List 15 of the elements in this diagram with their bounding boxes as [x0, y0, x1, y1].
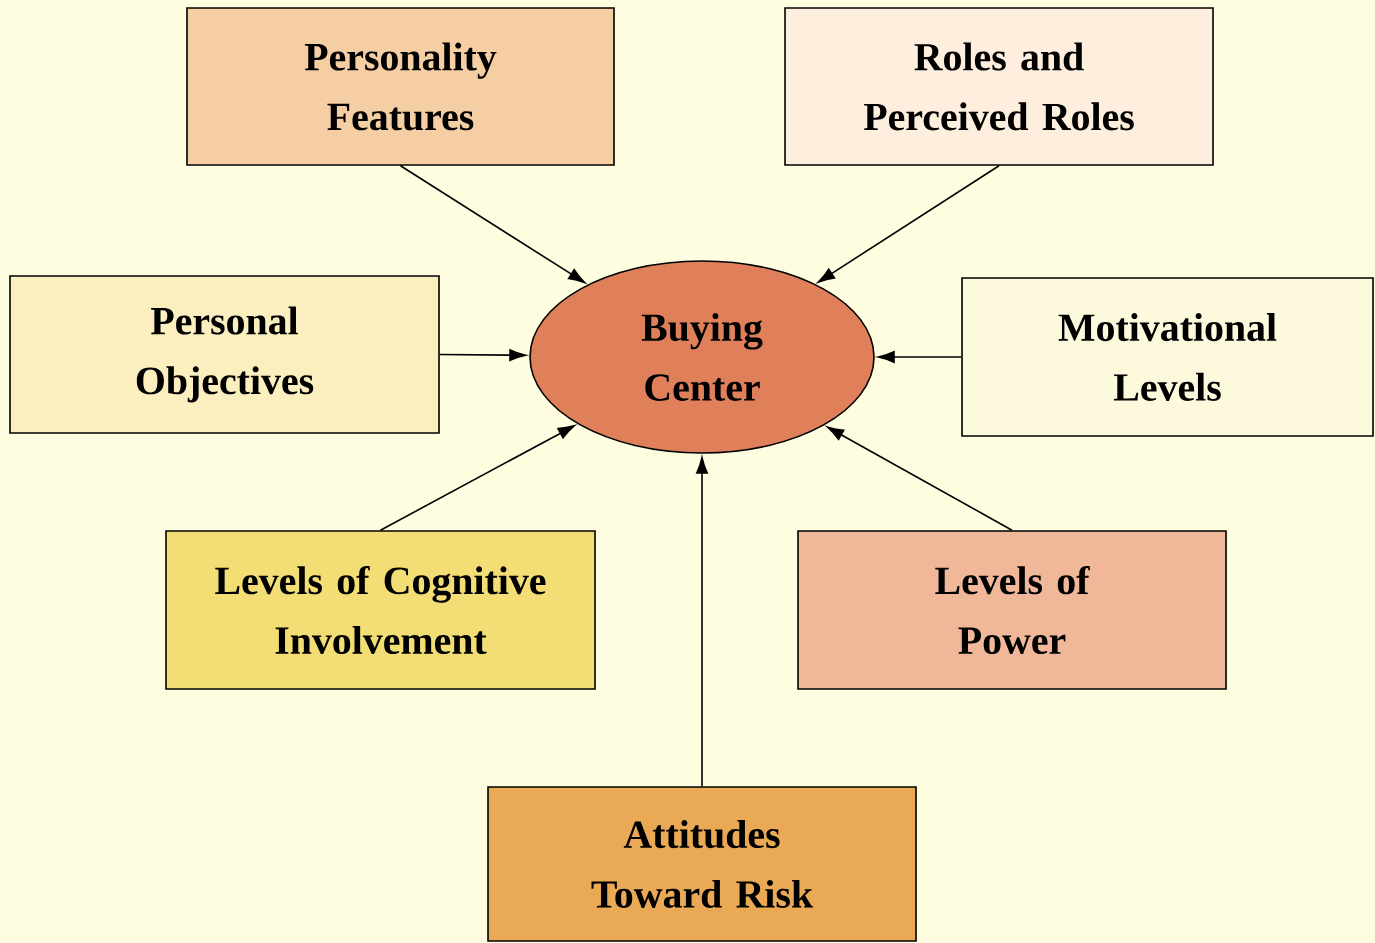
factor-box: Levels of Power — [797, 530, 1227, 690]
ellipse-node: Buying Center — [529, 260, 875, 454]
factor-box: Motivational Levels — [961, 277, 1374, 437]
factor-box: Personal Objectives — [9, 275, 440, 434]
arrow — [379, 425, 575, 531]
factor-box: Attitudes Toward Risk — [487, 786, 917, 942]
factor-box: Roles and Perceived Roles — [784, 7, 1214, 166]
arrow — [399, 165, 586, 284]
factor-box: Personality Features — [186, 7, 615, 166]
arrow — [439, 349, 527, 362]
arrow — [817, 165, 1000, 283]
arrow — [826, 426, 1013, 531]
arrow — [877, 351, 962, 363]
arrow — [696, 456, 708, 787]
factor-box: Levels of Cognitive Involvement — [165, 530, 596, 690]
